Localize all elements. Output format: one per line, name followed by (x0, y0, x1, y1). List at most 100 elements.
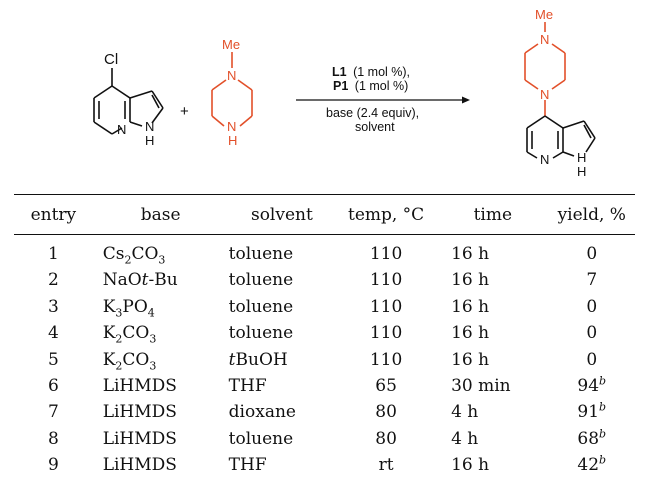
reactant2-me-label: Me (222, 37, 240, 52)
reaction-scheme: Cl N N H + Me N N H L1 (1 mol %), P1 (1 … (93, 7, 596, 179)
cell-solvent: dioxane (228, 402, 296, 423)
cell-base: LiHMDS (102, 402, 177, 423)
footnote-marker: b (599, 453, 607, 467)
header-temp: temp, °C (335, 194, 438, 235)
footnote-marker: b (599, 400, 607, 414)
product-pyridine-n: N (540, 152, 549, 167)
reactant1-pyridine-n: N (117, 122, 126, 137)
cell-yield: 0 (586, 349, 598, 370)
cell-base: K2CO3 (102, 349, 157, 373)
cell-entry: 7 (47, 402, 59, 423)
conditions-line-1: L1 (1 mol %), (332, 65, 410, 79)
cell-time: 16 h (451, 455, 490, 476)
table-row: 4 K2CO3 toluene 110 16 h 0 (14, 320, 635, 346)
cell-temp: 110 (369, 296, 403, 317)
cell-solvent: THF (228, 376, 267, 397)
cell-base: LiHMDS (102, 428, 177, 449)
reactant-n-methylpiperazine (211, 52, 253, 127)
product-pyrrole-n: H (577, 150, 586, 165)
cell-yield: 68b (577, 427, 607, 449)
table-row: 3 K3PO4 toluene 110 16 h 0 (14, 294, 635, 320)
header-time: time (437, 194, 549, 235)
cell-entry: 8 (47, 428, 59, 449)
cell-solvent: toluene (228, 323, 294, 344)
reactant2-n-top: N (227, 68, 236, 83)
table-header-row: entry base solvent temp, °C time yield, … (14, 194, 635, 235)
cell-yield: 94b (577, 374, 607, 397)
reactant2-n-bottom: N (227, 119, 236, 134)
footnote-marker: b (599, 374, 607, 388)
reactant1-pyrrole-h: H (145, 133, 154, 148)
cell-base: NaOt-Bu (102, 270, 178, 291)
cell-temp: 110 (369, 270, 403, 291)
plus-sign: + (180, 103, 189, 120)
cell-time: 4 h (451, 428, 479, 449)
cell-base: K2CO3 (102, 323, 157, 346)
cell-solvent: toluene (228, 270, 294, 291)
table-row: 2 NaOt-Bu toluene 110 16 h 7 (14, 267, 635, 293)
precatalyst-loading: (1 mol %) (355, 79, 408, 93)
cell-solvent: tBuOH (228, 349, 288, 370)
reactant1-pyrrole-n: N (145, 119, 154, 134)
cell-entry: 4 (47, 323, 59, 344)
cell-temp: rt (378, 455, 394, 476)
cell-entry: 6 (47, 376, 59, 397)
cell-yield: 0 (586, 296, 598, 317)
product-n-top: N (540, 32, 549, 47)
table-row: 8 LiHMDS toluene 80 4 h 68b (14, 426, 635, 452)
product-azaindole (526, 115, 596, 159)
cell-base: K3PO4 (102, 296, 155, 320)
cell-solvent: toluene (228, 296, 294, 317)
conditions-solvent: solvent (355, 120, 395, 134)
cell-base: Cs2CO3 (102, 244, 166, 267)
header-solvent: solvent (228, 194, 336, 235)
cell-yield: 7 (586, 270, 598, 291)
cell-yield: 0 (586, 323, 598, 344)
header-base: base (92, 194, 229, 235)
cell-time: 16 h (451, 349, 490, 370)
cell-yield: 42b (577, 453, 607, 476)
cell-time: 16 h (451, 323, 490, 344)
cell-entry: 1 (47, 244, 59, 264)
cell-time: 16 h (451, 244, 490, 264)
reactant1-cl-label: Cl (104, 51, 118, 68)
cell-temp: 65 (375, 376, 397, 397)
cell-time: 30 min (451, 376, 511, 397)
cell-entry: 2 (47, 270, 59, 291)
reaction-arrow (296, 96, 470, 104)
cell-temp: 110 (369, 349, 403, 370)
header-yield: yield, % (548, 194, 635, 235)
cell-solvent: toluene (228, 428, 294, 449)
table-row: 9 LiHMDS THF rt 16 h 42b (14, 452, 635, 478)
precatalyst-label: P1 (333, 79, 348, 93)
cell-entry: 5 (47, 349, 59, 370)
footnote-marker: b (599, 427, 607, 441)
cell-time: 16 h (451, 270, 490, 291)
table-body: 1 Cs2CO3 toluene 110 16 h 0 2 NaOt-Bu toluene 110… (14, 235, 635, 479)
reactant2-h: H (228, 133, 237, 148)
cell-time: 4 h (451, 402, 479, 423)
cell-temp: 110 (369, 244, 403, 264)
ligand-label: L1 (332, 65, 347, 79)
cell-entry: 9 (47, 455, 59, 476)
cell-solvent: toluene (228, 244, 294, 264)
header-entry: entry (14, 194, 93, 235)
cell-time: 16 h (451, 296, 490, 317)
cell-yield: 91b (577, 400, 607, 423)
cell-solvent: THF (228, 455, 267, 476)
cell-temp: 80 (375, 428, 397, 449)
cell-temp: 110 (369, 323, 403, 344)
optimization-table-wrapper: entry base solvent temp, °C time yield, … (14, 194, 635, 479)
conditions-line-2: P1 (1 mol %) (333, 79, 408, 93)
optimization-table: entry base solvent temp, °C time yield, … (14, 194, 635, 479)
product-n-bottom: N (540, 87, 549, 102)
table-row: 5 K2CO3 tBuOH 110 16 h 0 (14, 347, 635, 373)
reactant-4-chloro-7-azaindole (93, 68, 164, 135)
cell-entry: 3 (47, 296, 59, 317)
product-me-label: Me (535, 7, 553, 22)
cell-base: LiHMDS (102, 455, 177, 476)
product-piperazine (524, 22, 566, 116)
